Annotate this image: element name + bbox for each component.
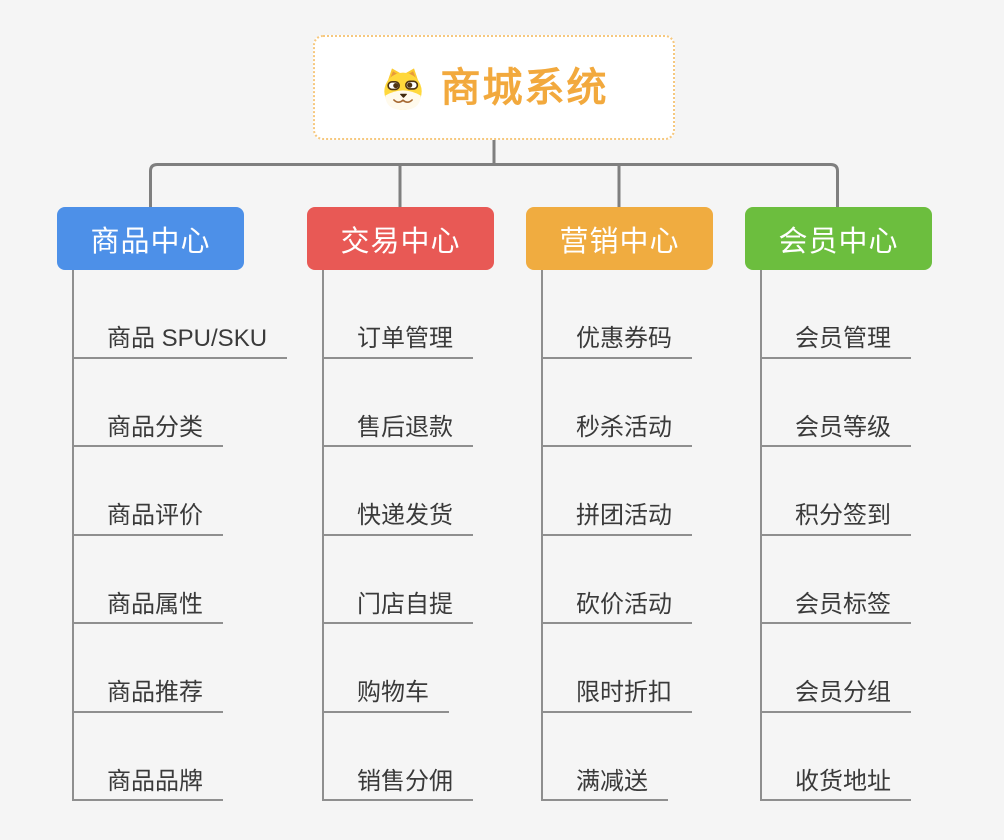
branch-item[interactable]: 销售分佣	[324, 713, 473, 801]
branch-item[interactable]: 商品推荐	[74, 624, 223, 713]
branch-item[interactable]: 商品评价	[74, 447, 223, 536]
branch-item-label: 拼团活动	[576, 502, 672, 530]
branch-item[interactable]: 商品分类	[74, 359, 223, 447]
branch-item-label: 商品分类	[107, 413, 203, 441]
branch-item-label: 满减送	[576, 767, 648, 795]
branch-item[interactable]: 满减送	[543, 713, 668, 801]
branch-item-label: 限时折扣	[576, 679, 672, 707]
branch-item-list: 订单管理 售后退款 快递发货 门店自提 购物车 销售分佣	[322, 270, 473, 801]
branch-item-label: 商品品牌	[107, 767, 203, 795]
branch-item-label: 秒杀活动	[576, 413, 672, 441]
branch-item[interactable]: 会员等级	[762, 359, 911, 447]
root-node[interactable]: 商城系统	[313, 35, 675, 140]
branch-item[interactable]: 售后退款	[324, 359, 473, 447]
branch-item[interactable]: 限时折扣	[543, 624, 692, 713]
branch-item[interactable]: 拼团活动	[543, 447, 692, 536]
branch-item[interactable]: 会员标签	[762, 536, 911, 624]
branch-item-label: 会员管理	[795, 325, 891, 353]
branch-item-label: 会员标签	[795, 590, 891, 618]
branch-item-label: 砍价活动	[576, 590, 672, 618]
branch-node[interactable]: 营销中心	[526, 207, 713, 270]
dog-icon	[380, 64, 426, 112]
branch-item-label: 购物车	[357, 679, 429, 707]
branch-item-list: 商品 SPU/SKU 商品分类 商品评价 商品属性 商品推荐 商品品牌	[72, 270, 288, 801]
branch-item-label: 商品推荐	[107, 679, 203, 707]
branch-node[interactable]: 商品中心	[57, 207, 244, 270]
branch-item[interactable]: 会员管理	[762, 270, 911, 359]
branch-item-label: 门店自提	[357, 590, 453, 618]
branch-item[interactable]: 优惠券码	[543, 270, 692, 359]
branch-item-label: 商品属性	[107, 590, 203, 618]
branch-item[interactable]: 订单管理	[324, 270, 473, 359]
branch-item-list: 会员管理 会员等级 积分签到 会员标签 会员分组 收货地址	[760, 270, 911, 801]
branch-item-list: 优惠券码 秒杀活动 拼团活动 砍价活动 限时折扣 满减送	[541, 270, 692, 801]
branch-item[interactable]: 商品 SPU/SKU	[74, 270, 288, 359]
branch-item-label: 商品评价	[107, 502, 203, 530]
branch-item[interactable]: 门店自提	[324, 536, 473, 624]
branch-item[interactable]: 秒杀活动	[543, 359, 692, 447]
branch-node-label: 商品中心	[90, 225, 211, 258]
branch-item-label: 会员等级	[795, 413, 891, 441]
branch-item[interactable]: 砍价活动	[543, 536, 692, 624]
branch-node[interactable]: 交易中心	[307, 207, 494, 270]
branch-item[interactable]: 收货地址	[762, 713, 911, 801]
branch-node-label: 交易中心	[340, 225, 461, 258]
branch-item-label: 会员分组	[795, 679, 891, 707]
branch-item[interactable]: 商品品牌	[74, 713, 223, 801]
branch-rail-line	[149, 163, 839, 207]
root-title: 商城系统	[440, 65, 609, 110]
branch-item[interactable]: 会员分组	[762, 624, 911, 713]
branch-item-label: 订单管理	[357, 325, 453, 353]
branch-item-label: 销售分佣	[357, 767, 453, 795]
branch-item[interactable]: 购物车	[324, 624, 449, 713]
branch-item-label: 收货地址	[795, 767, 891, 795]
branch-item-label: 售后退款	[357, 413, 453, 441]
branch-item-label: 优惠券码	[576, 325, 672, 353]
branch-item[interactable]: 积分签到	[762, 447, 911, 536]
branch-node[interactable]: 会员中心	[745, 207, 932, 270]
branch-item-label: 商品 SPU/SKU	[107, 325, 268, 353]
branch-item-label: 快递发货	[357, 502, 453, 530]
branch-item-label: 积分签到	[795, 502, 891, 530]
branch-item[interactable]: 商品属性	[74, 536, 223, 624]
branch-node-label: 营销中心	[559, 225, 680, 258]
branch-item[interactable]: 快递发货	[324, 447, 473, 536]
branch-node-label: 会员中心	[778, 225, 899, 258]
